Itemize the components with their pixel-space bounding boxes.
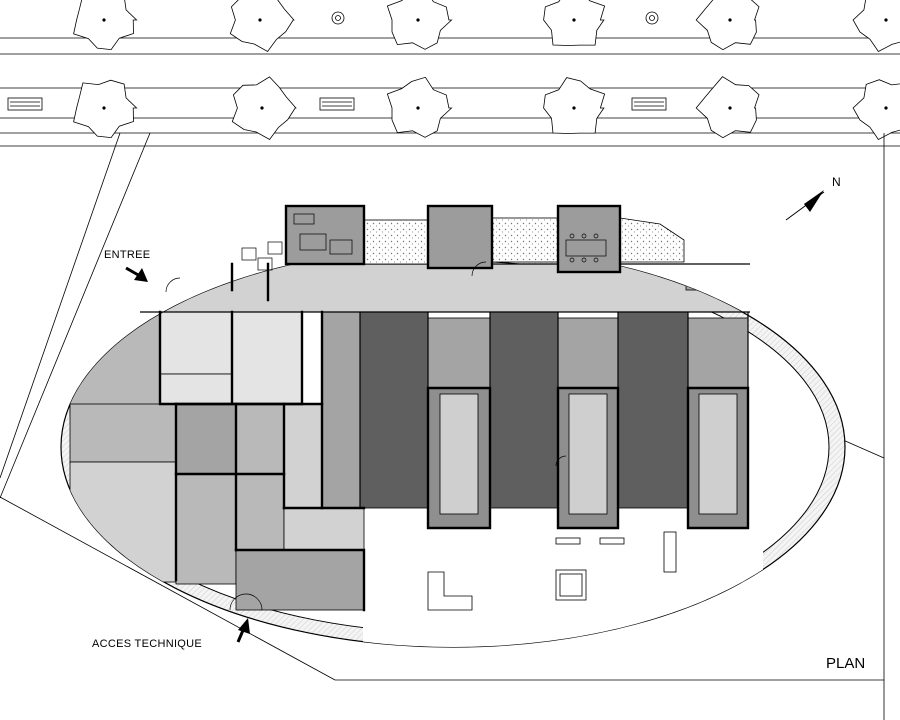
- street-area: [0, 11, 900, 147]
- tree-trunk: [416, 18, 420, 22]
- tree-trunk: [572, 106, 576, 110]
- tree-canopy: [229, 0, 295, 53]
- technical-access-arrow-icon: [236, 618, 250, 643]
- tree-trunk: [884, 18, 888, 22]
- north-arrow-icon: [785, 190, 825, 221]
- tree-canopy: [231, 76, 297, 141]
- tree-canopy: [695, 76, 760, 139]
- plan-title: PLAN: [826, 655, 865, 672]
- walls: [140, 262, 750, 612]
- street-trees: [73, 0, 900, 141]
- tree-trunk: [416, 106, 420, 110]
- north-label: N: [832, 175, 841, 189]
- bollard-markers: [331, 11, 659, 25]
- bench-markings: [7, 97, 667, 111]
- tree-trunk: [884, 106, 888, 110]
- entrance-label: ENTREE: [104, 249, 150, 261]
- building-interior: [69, 257, 763, 647]
- tree-trunk: [258, 18, 262, 22]
- north-pavilions: [241, 204, 685, 274]
- cell-inner-corridors: [439, 393, 738, 515]
- entrance-arrow-icon: [125, 266, 148, 282]
- site-boundary-lines: [0, 132, 885, 720]
- tree-trunk: [102, 106, 106, 110]
- tree-canopy: [852, 79, 900, 141]
- tree-canopy: [73, 0, 138, 51]
- tree-trunk: [728, 18, 732, 22]
- tree-trunk: [102, 18, 106, 22]
- hall-furniture: [427, 531, 677, 611]
- tree-canopy: [543, 0, 606, 46]
- tree-canopy: [386, 0, 453, 50]
- tree-canopy: [695, 0, 760, 51]
- tree-canopy: [543, 77, 606, 134]
- door-swings: [165, 261, 567, 611]
- tree-trunk: [572, 18, 576, 22]
- tree-trunk: [728, 106, 732, 110]
- tree-canopy: [386, 76, 453, 138]
- technical-access-label: ACCES TECHNIQUE: [92, 638, 202, 650]
- tree-canopy: [852, 0, 900, 53]
- tree-trunk: [260, 106, 264, 110]
